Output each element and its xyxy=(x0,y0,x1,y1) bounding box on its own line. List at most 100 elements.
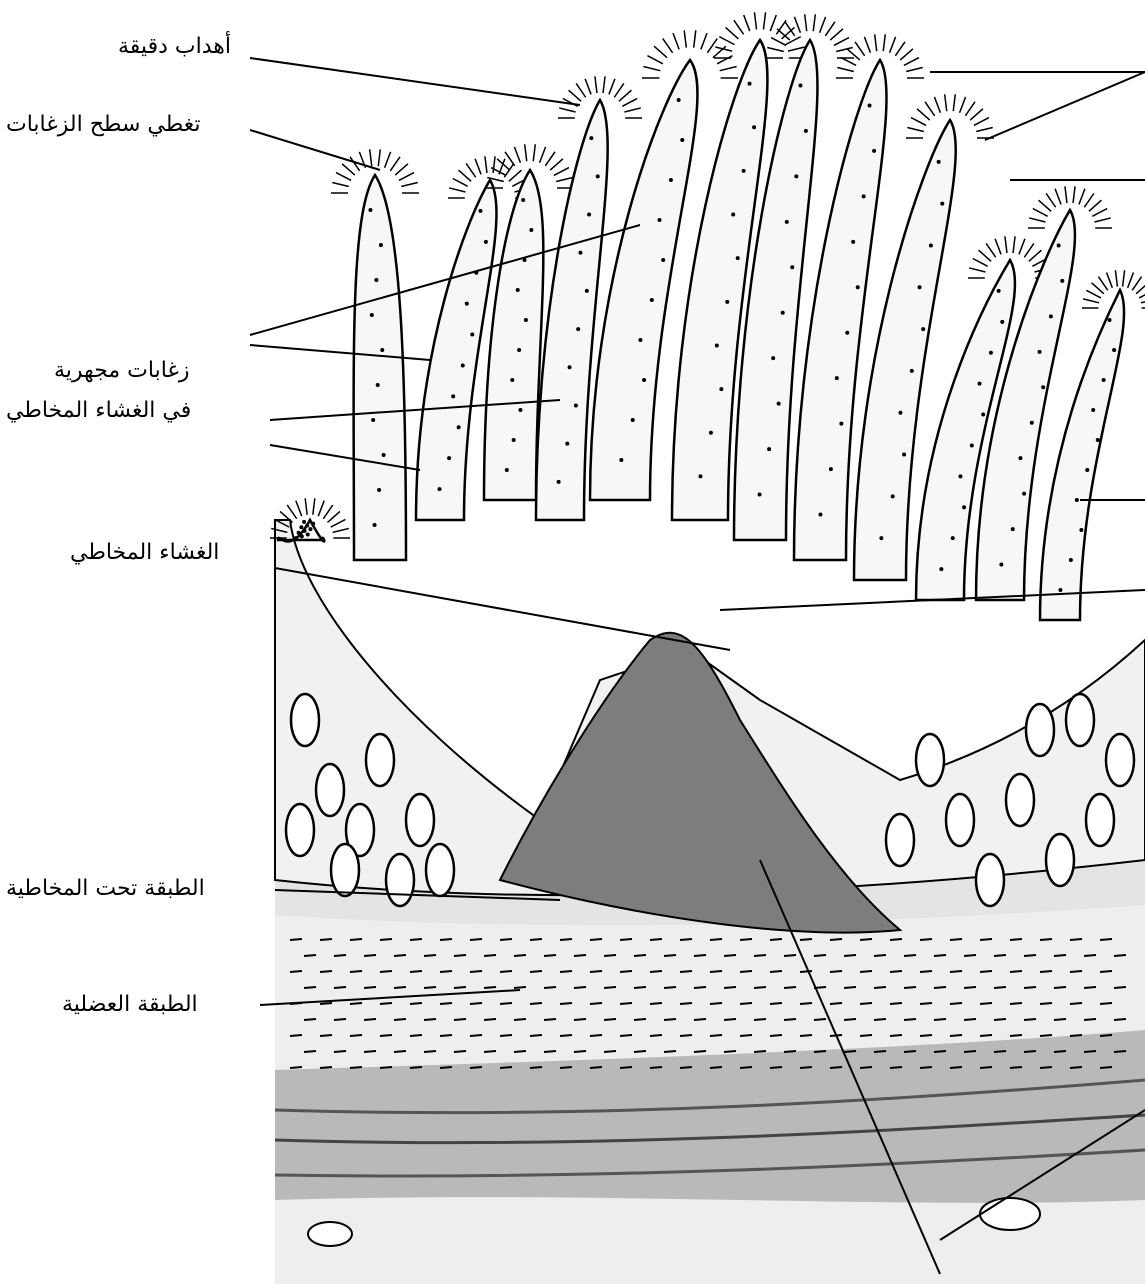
blood-vessel xyxy=(308,1222,352,1246)
muscle-fiber-mark xyxy=(560,1003,572,1004)
muscle-fiber-mark xyxy=(890,971,902,972)
muscle-fiber-mark xyxy=(740,1035,752,1036)
muscle-fiber-mark xyxy=(454,987,466,988)
muscle-fiber-mark xyxy=(814,1019,826,1020)
muscle-fiber-mark xyxy=(710,939,722,940)
muscle-fiber-mark xyxy=(424,955,436,956)
muscle-fiber-mark xyxy=(424,1051,436,1052)
muscle-fiber-mark xyxy=(994,987,1006,988)
muscle-fiber-mark xyxy=(634,987,646,988)
muscle-fiber-mark xyxy=(694,1019,706,1020)
muscle-fiber-mark xyxy=(994,1019,1006,1020)
muscle-fiber-mark xyxy=(590,1067,602,1068)
muscle-fiber-mark xyxy=(964,955,976,956)
crypt xyxy=(976,854,1004,906)
muscle-fiber-mark xyxy=(980,939,992,940)
muscle-fiber-mark xyxy=(800,1003,812,1004)
muscle-fiber-mark xyxy=(560,1035,572,1036)
muscle-fiber-mark xyxy=(514,1051,526,1052)
muscle-fiber-mark xyxy=(484,1051,496,1052)
crypt xyxy=(946,794,974,846)
muscle-fiber-mark xyxy=(304,1051,316,1052)
muscle-fiber-mark xyxy=(890,1035,902,1036)
muscle-fiber-mark xyxy=(500,1067,512,1068)
muscle-fiber-mark xyxy=(574,1019,586,1020)
muscle-fiber-mark xyxy=(920,1003,932,1004)
muscle-fiber-mark xyxy=(980,1003,992,1004)
crypt xyxy=(1106,734,1134,786)
muscle-fiber-mark xyxy=(500,1003,512,1004)
muscle-fiber-mark xyxy=(664,1051,676,1052)
muscle-fiber-mark xyxy=(500,939,512,940)
muscle-fiber-mark xyxy=(994,955,1006,956)
muscle-fiber-mark xyxy=(950,939,962,940)
crypt xyxy=(1046,834,1074,886)
muscle-fiber-mark xyxy=(440,1035,452,1036)
muscle-fiber-mark xyxy=(800,971,812,972)
muscle-fiber-mark xyxy=(364,987,376,988)
muscle-fiber-mark xyxy=(694,955,706,956)
muscle-fiber-mark xyxy=(394,987,406,988)
crypt xyxy=(1066,694,1094,746)
crypt xyxy=(1086,794,1114,846)
muscle-fiber-mark xyxy=(1070,1035,1082,1036)
muscle-fiber-mark xyxy=(350,1035,362,1036)
muscle-fiber-mark xyxy=(1070,1067,1082,1068)
muscle-fiber-mark xyxy=(1010,1067,1022,1068)
muscle-fiber-mark xyxy=(530,1067,542,1068)
muscle-fiber-mark xyxy=(590,971,602,972)
muscle-fiber-mark xyxy=(350,1067,362,1068)
muscle-fiber-mark xyxy=(424,1019,436,1020)
muscle-fiber-mark xyxy=(560,939,572,940)
muscle-fiber-mark xyxy=(650,971,662,972)
muscle-fiber-mark xyxy=(350,1003,362,1004)
muscle-fiber-mark xyxy=(680,1003,692,1004)
muscle-fiber-mark xyxy=(950,1067,962,1068)
muscle-fiber-mark xyxy=(964,987,976,988)
muscle-fiber-mark xyxy=(1040,971,1052,972)
muscle-fiber-mark xyxy=(634,955,646,956)
muscle-fiber-mark xyxy=(920,1067,932,1068)
muscle-fiber-mark xyxy=(320,1003,332,1004)
label-mucosa: الغشاء المخاطي xyxy=(70,540,219,565)
muscle-fiber-mark xyxy=(380,1035,392,1036)
muscle-fiber-mark xyxy=(1084,955,1096,956)
muscle-fiber-mark xyxy=(920,971,932,972)
muscle-fiber-mark xyxy=(934,1019,946,1020)
villi-group xyxy=(270,12,1145,620)
muscle-fiber-mark xyxy=(680,971,692,972)
muscle-fiber-mark xyxy=(574,955,586,956)
muscle-fiber-mark xyxy=(994,1051,1006,1052)
muscle-fiber-mark xyxy=(410,1035,422,1036)
muscle-fiber-mark xyxy=(470,1003,482,1004)
label-in-mucosa: في الغشاء المخاطي xyxy=(6,398,191,423)
crypt xyxy=(366,734,394,786)
muscle-fiber-mark xyxy=(710,1067,722,1068)
muscle-fiber-mark xyxy=(694,987,706,988)
muscle-fiber-mark xyxy=(440,1003,452,1004)
muscle-fiber-mark xyxy=(754,987,766,988)
blood-vessel xyxy=(980,1198,1040,1230)
muscle-fiber-mark xyxy=(934,987,946,988)
muscle-fiber-mark xyxy=(590,939,602,940)
muscle-fiber-mark xyxy=(740,1003,752,1004)
muscle-fiber-mark xyxy=(904,1019,916,1020)
muscle-fiber-mark xyxy=(860,971,872,972)
muscle-fiber-mark xyxy=(860,1003,872,1004)
muscle-fiber-mark xyxy=(320,1067,332,1068)
muscle-fiber-mark xyxy=(1010,1035,1022,1036)
muscle-fiber-mark xyxy=(964,1019,976,1020)
muscle-fiber-mark xyxy=(380,1003,392,1004)
muscle-fiber-mark xyxy=(1010,1003,1022,1004)
muscle-fiber-mark xyxy=(1114,1051,1126,1052)
muscle-fiber-mark xyxy=(530,939,542,940)
muscle-fiber-mark xyxy=(410,971,422,972)
muscle-fiber-mark xyxy=(544,955,556,956)
muscle-fiber-mark xyxy=(724,955,736,956)
crypt xyxy=(316,764,344,816)
muscle-fiber-mark xyxy=(380,1067,392,1068)
muscle-fiber-mark xyxy=(680,1035,692,1036)
muscle-fiber-mark xyxy=(1084,987,1096,988)
muscle-fiber-mark xyxy=(1054,1019,1066,1020)
